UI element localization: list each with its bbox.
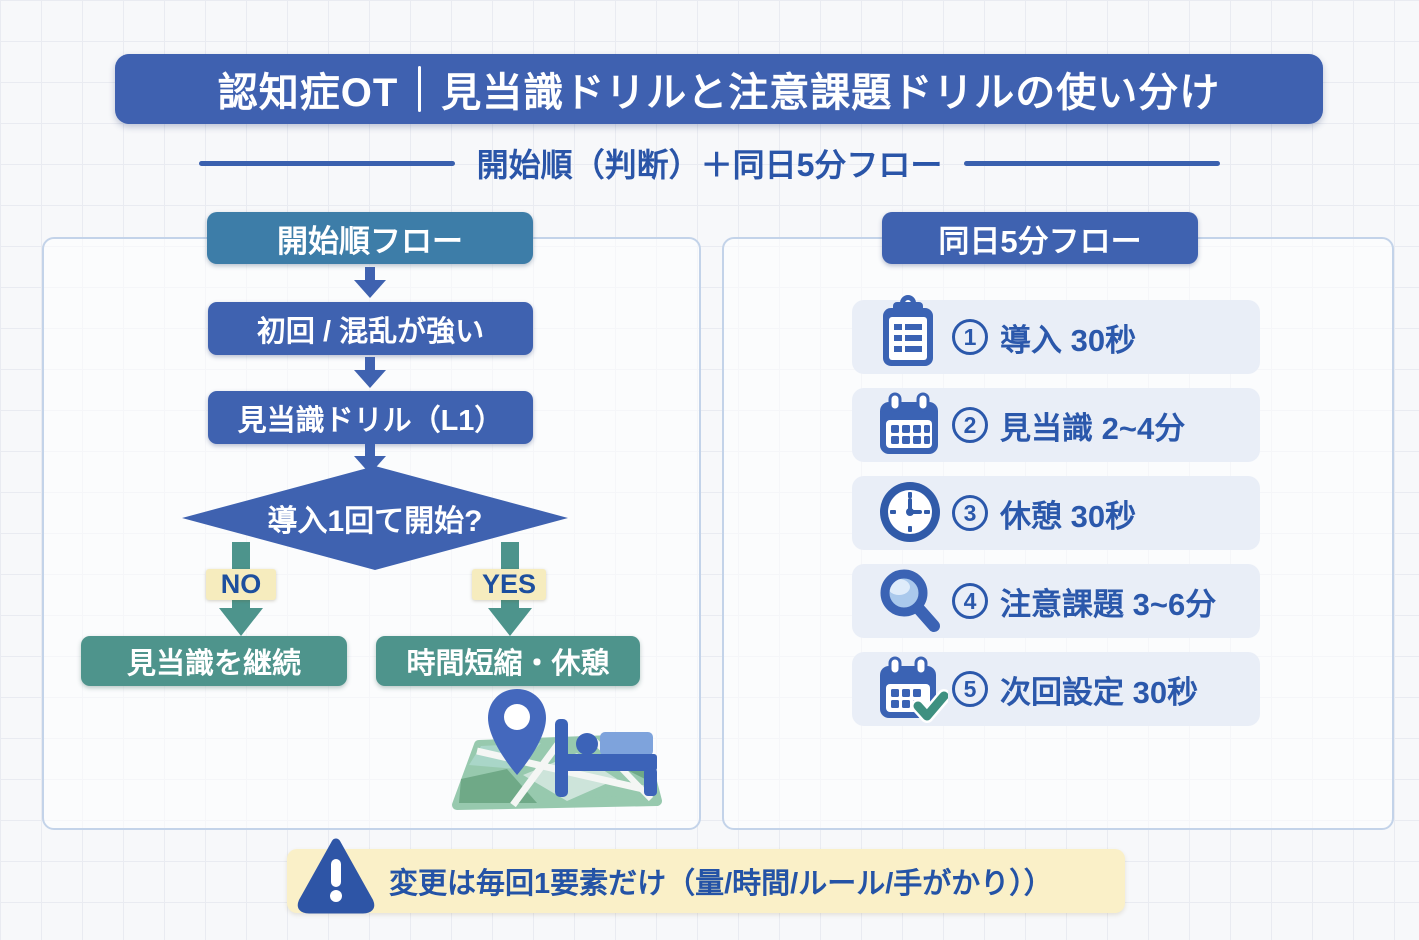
yes-result-box: 時間短縮・休憩 [376, 636, 640, 686]
step-label: 導入 30秒 [1000, 322, 1137, 358]
decision-diamond: 導入1回て開始? [182, 466, 568, 570]
no-label: NO [206, 569, 276, 600]
warning-text: 変更は毎回1要素だけ（量/時間/ルール/手がかり）） [389, 868, 1053, 900]
step-number: 1 [952, 319, 988, 355]
warning-banner: 変更は毎回1要素だけ（量/時間/ルール/手がかり）） [287, 849, 1125, 913]
step-card-next-session: 5 次回設定 30秒 [852, 652, 1260, 726]
location-pin-icon [488, 689, 546, 775]
title-divider [418, 66, 422, 112]
step-card-attention: 4 注意課題 3~6分 [852, 564, 1260, 638]
subtitle-row: 開始順（判断）＋同日5分フロー [0, 140, 1419, 186]
step-number: 4 [952, 583, 988, 619]
warning-triangle-icon [297, 838, 375, 914]
decision-text: 導入1回て開始? [267, 505, 483, 538]
calendar-check-icon [880, 656, 948, 723]
step-label: 見当識 2~4分 [1000, 410, 1186, 446]
step-number: 2 [952, 407, 988, 443]
step-number: 3 [952, 495, 988, 531]
clock-icon [880, 482, 940, 542]
flow-box-orientation-drill: 見当識ドリル（L1） [208, 391, 533, 444]
clipboard-icon [883, 295, 933, 366]
step-label: 次回設定 30秒 [1000, 674, 1199, 710]
title-bar: 認知症OT 見当識ドリルと注意課題ドリルの使い分け [115, 54, 1323, 124]
same-day-header: 同日5分フロー [882, 212, 1198, 264]
magnifier-icon [880, 569, 940, 632]
step-card-break: 3 休憩 30秒 [852, 476, 1260, 550]
subtitle-text: 開始順（判断）＋同日5分フロー [476, 147, 943, 183]
arrow-down-icon [354, 444, 386, 474]
step-card-orientation: 2 見当識 2~4分 [852, 388, 1260, 462]
diamond-shape [182, 466, 568, 570]
subtitle-line-left [198, 160, 455, 166]
subtitle-line-right [964, 160, 1221, 166]
title-left: 認知症OT [217, 71, 399, 115]
step-card-intro: 1 導入 30秒 [852, 295, 1260, 374]
no-result-box: 見当識を継続 [81, 636, 347, 686]
calendar-icon [880, 392, 938, 454]
flow-box-first-session: 初回 / 混乱が強い [208, 302, 533, 355]
step-label: 注意課題 3~6分 [1000, 586, 1217, 622]
start-order-header: 開始順フロー [207, 212, 533, 264]
yes-label: YES [472, 569, 546, 600]
title-right: 見当識ドリルと注意課題ドリルの使い分け [441, 71, 1221, 115]
arrow-down-icon [354, 357, 386, 388]
step-label: 休憩 30秒 [1000, 498, 1137, 534]
bed-icon [555, 719, 657, 797]
map-bed-illustration [452, 689, 662, 810]
arrow-down-icon [354, 267, 386, 298]
step-number: 5 [952, 671, 988, 707]
